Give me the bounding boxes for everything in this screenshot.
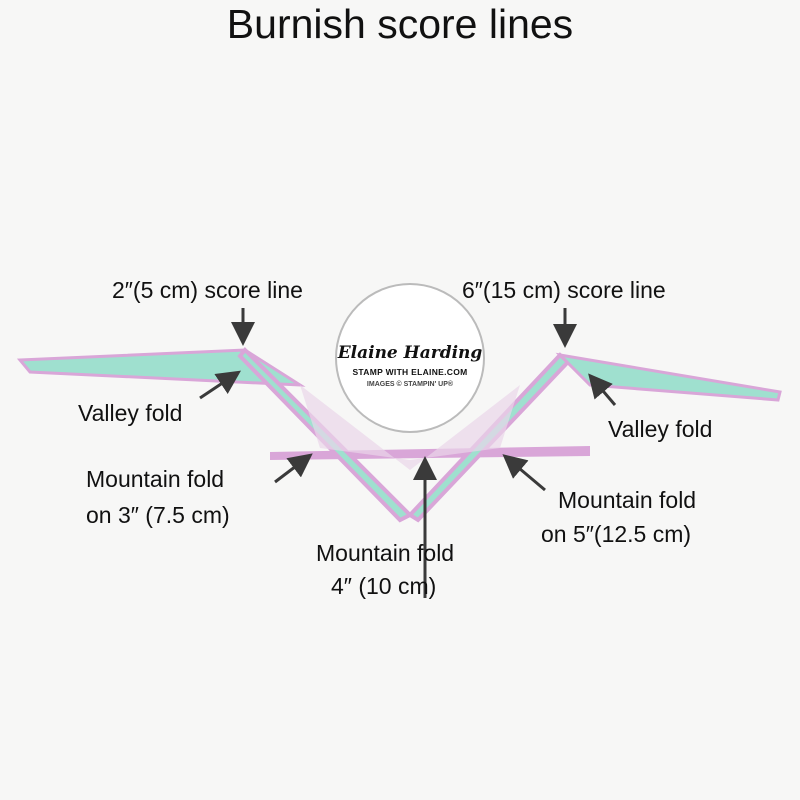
right-wing [555,352,782,402]
inner-panel [300,385,520,470]
arrow-valley-right [588,373,617,406]
watermark-logo: Elaine Harding STAMP WITH ELAINE.COM IMA… [335,283,485,433]
label-score-right: 6″(15 cm) score line [462,277,666,303]
label-mountain-right-2: on 5″(12.5 cm) [541,521,692,547]
arrow-valley-left [199,370,241,400]
label-valley-left: Valley fold [78,400,183,426]
label-mountain-left-1: Mountain fold [86,466,225,492]
logo-site: STAMP WITH ELAINE.COM [352,367,468,377]
logo-credit: IMAGES © STAMPIN' UP® [366,381,454,388]
label-valley-right: Valley fold [608,416,713,442]
label-score-left: 2″(5 cm) score line [112,277,303,303]
label-mountain-center-1: Mountain fold [316,540,455,566]
label-mountain-center-2: 4″ (10 cm) [331,573,437,599]
arrow-mountain-right [502,454,546,492]
logo-name: Elaine Harding [337,343,483,363]
arrow-mountain-left [274,453,313,484]
label-mountain-left-2: on 3″ (7.5 cm) [86,502,230,528]
page-title: Burnish score lines [226,1,574,47]
arrows [199,308,617,598]
card-base [270,446,590,460]
label-mountain-right-1: Mountain fold [558,487,697,513]
